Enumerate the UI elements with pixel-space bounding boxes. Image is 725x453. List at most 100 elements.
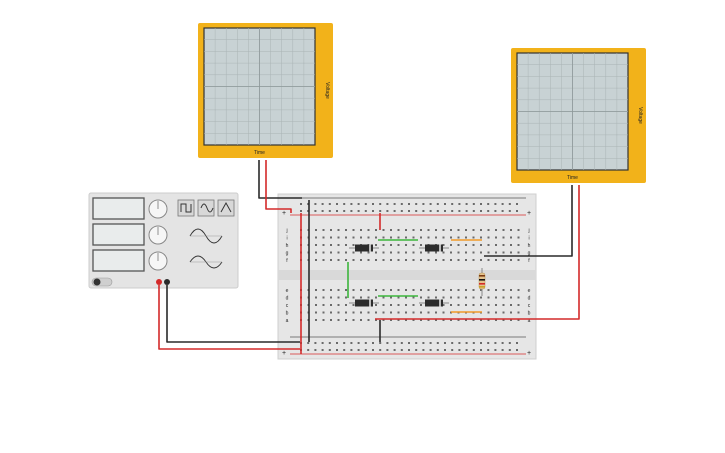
terminal-hole xyxy=(457,296,460,299)
terminal-hole xyxy=(472,296,475,299)
terminal-hole xyxy=(510,251,512,254)
terminal-hole xyxy=(457,229,460,231)
terminal-hole xyxy=(352,289,355,291)
diode[interactable] xyxy=(425,244,443,252)
scope2-probe-wire[interactable] xyxy=(375,185,580,320)
terminal-hole xyxy=(442,311,445,314)
generator-positive-wire[interactable] xyxy=(158,285,300,350)
rail-hole xyxy=(314,342,317,344)
rail-hole xyxy=(458,203,461,205)
terminal-hole xyxy=(367,236,370,239)
rail-hole xyxy=(429,349,432,351)
rail-hole xyxy=(379,210,382,212)
terminal-hole xyxy=(322,244,325,246)
terminal-hole xyxy=(442,304,445,306)
row-letter: a xyxy=(286,318,289,324)
diode[interactable] xyxy=(355,299,373,307)
scope2-ground-wire[interactable] xyxy=(484,185,573,257)
rail-hole xyxy=(393,342,396,344)
terminal-hole xyxy=(322,229,325,231)
scope1-ground-wire[interactable] xyxy=(258,160,302,199)
function-generator[interactable] xyxy=(88,192,239,289)
terminal-hole xyxy=(375,311,377,314)
terminal-hole xyxy=(405,289,407,291)
rail-hole xyxy=(501,349,504,351)
rail-hole xyxy=(393,349,396,351)
rail-hole xyxy=(451,342,454,344)
rail-hole xyxy=(415,203,418,205)
rail-hole xyxy=(321,210,324,212)
terminal-hole xyxy=(390,259,392,261)
generator-negative-wire[interactable] xyxy=(166,285,300,343)
oscilloscope-time-label: Time xyxy=(567,175,578,181)
terminal-hole xyxy=(465,251,467,254)
terminal-hole xyxy=(345,289,347,291)
oscilloscope-voltage-label: Voltage xyxy=(324,82,330,99)
rail-hole xyxy=(372,342,374,344)
terminal-hole xyxy=(390,244,392,246)
terminal-hole xyxy=(510,311,512,314)
terminal-hole xyxy=(450,296,452,299)
terminal-hole xyxy=(382,229,385,231)
resistor[interactable] xyxy=(478,272,486,290)
terminal-hole xyxy=(405,229,407,231)
terminal-hole xyxy=(367,296,370,299)
terminal-hole xyxy=(517,229,520,231)
square-wave-icon xyxy=(180,203,192,213)
terminal-hole xyxy=(427,251,430,254)
rail-hole xyxy=(343,210,346,212)
terminal-hole xyxy=(345,296,347,299)
terminal-hole xyxy=(330,296,332,299)
rail-hole xyxy=(386,203,389,205)
rail-hole xyxy=(328,210,331,212)
terminal-hole xyxy=(442,236,445,239)
sine-wave-icon xyxy=(200,203,214,213)
terminal-hole xyxy=(420,259,422,261)
rail-hole xyxy=(350,210,353,212)
row-letter: f xyxy=(286,258,288,264)
row-letter: i xyxy=(286,236,287,242)
terminal-hole xyxy=(472,251,475,254)
terminal-hole xyxy=(472,236,475,239)
row-letter: d xyxy=(528,296,531,302)
terminal-hole xyxy=(435,319,437,321)
rail-hole xyxy=(364,349,367,351)
terminal-hole xyxy=(352,304,355,306)
terminal-hole xyxy=(502,296,505,299)
rail-hole xyxy=(516,203,518,205)
diode[interactable] xyxy=(425,299,443,307)
terminal-hole xyxy=(502,319,505,321)
oscilloscope-time-label: Time xyxy=(254,150,265,156)
diode-cathode-band xyxy=(439,299,441,307)
diode[interactable] xyxy=(355,244,373,252)
terminal-hole xyxy=(420,304,422,306)
terminal-hole xyxy=(315,259,317,261)
waveform-button[interactable] xyxy=(197,199,215,217)
rail-hole xyxy=(494,342,497,344)
rail-hole xyxy=(321,203,324,205)
waveform-button[interactable] xyxy=(217,199,235,217)
rail-hole xyxy=(444,210,446,212)
terminal-hole xyxy=(337,319,340,321)
terminal-hole xyxy=(435,311,437,314)
oscilloscope[interactable]: Time Voltage xyxy=(198,23,333,158)
negative-terminal[interactable] xyxy=(164,279,170,285)
terminal-hole xyxy=(360,311,362,314)
terminal-hole xyxy=(367,251,370,254)
scope1-probe-wire[interactable] xyxy=(265,160,292,213)
display-panel xyxy=(92,223,145,246)
terminal-hole xyxy=(360,251,362,254)
rail-hole xyxy=(357,210,360,212)
rail-hole xyxy=(386,349,389,351)
terminal-hole xyxy=(337,229,340,231)
terminal-hole xyxy=(382,319,385,321)
positive-terminal[interactable] xyxy=(156,279,162,285)
terminal-hole xyxy=(412,304,415,306)
terminal-hole xyxy=(487,236,490,239)
rail-hole xyxy=(336,342,338,344)
terminal-hole xyxy=(330,259,332,261)
terminal-hole xyxy=(397,244,400,246)
